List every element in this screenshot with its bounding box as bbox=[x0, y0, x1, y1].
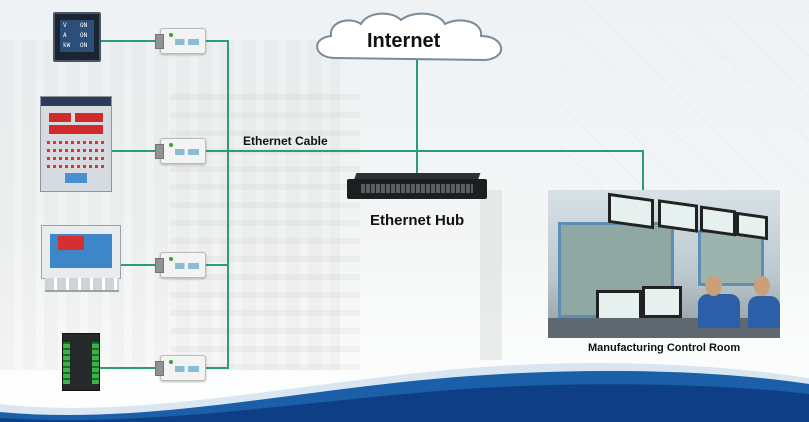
desk-monitor-1 bbox=[596, 290, 642, 322]
bottom-wave-decoration bbox=[0, 363, 809, 422]
operator-2-head bbox=[754, 276, 770, 296]
meter-line-5: kW bbox=[63, 42, 71, 49]
wire-vertical-bus bbox=[227, 40, 229, 369]
wall-monitor-4 bbox=[736, 211, 768, 241]
meter-line-1: V bbox=[63, 22, 67, 29]
meter-line-3: A bbox=[63, 32, 67, 39]
wire-device2-to-converter2 bbox=[110, 150, 157, 152]
wire-device1-to-converter1 bbox=[97, 40, 157, 42]
ethernet-hub-label: Ethernet Hub bbox=[370, 212, 465, 229]
operator-2 bbox=[748, 296, 780, 328]
wall-monitor-1 bbox=[608, 192, 654, 230]
background-pattern bbox=[560, 0, 809, 190]
wire-converter1-out bbox=[205, 40, 228, 42]
wall-monitor-3 bbox=[700, 205, 736, 237]
wire-converter3-out bbox=[205, 264, 228, 266]
wire-converter4-out bbox=[205, 367, 228, 369]
ethernet-converter-1 bbox=[155, 28, 206, 54]
operator-1 bbox=[698, 294, 740, 328]
wire-to-control-room bbox=[642, 150, 644, 192]
wire-device4-to-converter4 bbox=[98, 367, 157, 369]
data-logger-device bbox=[41, 225, 121, 292]
ethernet-converter-3 bbox=[155, 252, 206, 278]
background-building bbox=[0, 40, 340, 370]
ethernet-cable-label: Ethernet Cable bbox=[243, 134, 328, 148]
control-room-photo bbox=[548, 190, 780, 338]
control-room-label: Manufacturing Control Room bbox=[588, 342, 741, 354]
panel-meter-device: V ON A ON kW ON bbox=[53, 12, 101, 62]
desk-monitor-2 bbox=[642, 286, 682, 318]
wire-ethernet-cable bbox=[227, 150, 644, 152]
wire-hub-to-internet bbox=[416, 60, 418, 176]
background-chimney bbox=[480, 190, 502, 360]
internet-label: Internet bbox=[367, 30, 441, 52]
ethernet-converter-4 bbox=[155, 355, 206, 381]
data-scanner-device bbox=[40, 96, 112, 192]
internet-cloud-icon bbox=[316, 12, 503, 62]
background-building-wing bbox=[170, 90, 360, 370]
wire-device3-to-converter3 bbox=[119, 264, 157, 266]
wire-converter2-out bbox=[205, 150, 228, 152]
meter-line-6: ON bbox=[80, 42, 88, 49]
wall-monitor-2 bbox=[658, 199, 698, 233]
panel-meter-screen: V ON A ON kW ON bbox=[60, 20, 94, 52]
meter-line-4: ON bbox=[80, 32, 88, 39]
io-module-device bbox=[62, 333, 100, 391]
meter-line-2: ON bbox=[80, 22, 88, 29]
ethernet-converter-2 bbox=[155, 138, 206, 164]
operator-1-head bbox=[705, 276, 722, 296]
ethernet-hub-switch bbox=[347, 173, 487, 201]
